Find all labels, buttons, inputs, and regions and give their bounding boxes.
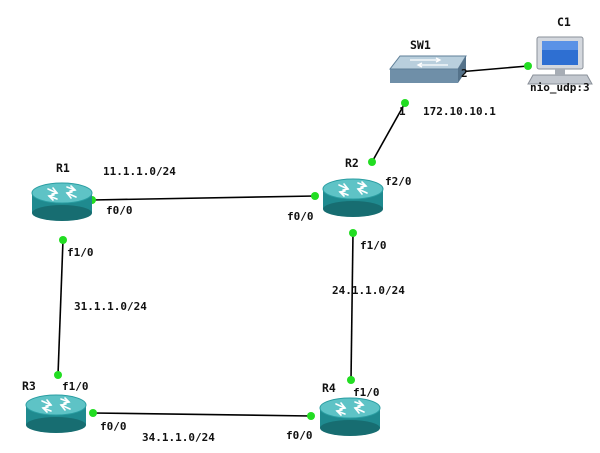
device-label-r1: R1	[56, 161, 70, 175]
port-label-r1-f1-0: f1/0	[67, 246, 94, 259]
port-label-r4-f0-0: f0/0	[286, 429, 313, 442]
device-sublabel-c1: nio_udp:3	[530, 81, 590, 94]
port-dots	[54, 62, 532, 420]
links	[57, 65, 529, 417]
device-label-c1: C1	[557, 15, 571, 29]
port-dot	[89, 409, 97, 417]
switch-sw1[interactable]	[388, 55, 467, 83]
port-label-r3-f0-0: f0/0	[100, 420, 127, 433]
router-icon	[31, 182, 93, 222]
network-label-r1-r2: 11.1.1.0/24	[103, 165, 176, 178]
router-r3[interactable]	[25, 394, 87, 434]
router-icon	[322, 178, 384, 218]
port-dot	[311, 192, 319, 200]
network-label-r1-r3: 31.1.1.0/24	[74, 300, 147, 313]
link-sw1-c1	[457, 65, 529, 73]
link-r2-sw1	[371, 102, 406, 163]
port-label-sw1-p1: 1	[399, 105, 406, 118]
link-r3-r4	[92, 412, 312, 417]
port-dot	[368, 158, 376, 166]
device-label-sw1: SW1	[410, 38, 431, 52]
port-dot	[59, 236, 67, 244]
port-label-r2-f0-0: f0/0	[287, 210, 314, 223]
device-label-r3: R3	[22, 379, 36, 393]
link-r1-r3	[57, 239, 64, 376]
router-r4[interactable]	[319, 397, 381, 437]
port-label-r2-f1-0: f1/0	[360, 239, 387, 252]
port-dot	[349, 229, 357, 237]
port-dot	[307, 412, 315, 420]
port-dot	[524, 62, 532, 70]
port-label-sw1-p2: 2	[461, 67, 468, 80]
port-label-r3-f1-0: f1/0	[62, 380, 89, 393]
network-label-r2-r4: 24.1.1.0/24	[332, 284, 405, 297]
port-dot	[401, 99, 409, 107]
host-c1[interactable]	[527, 36, 593, 85]
link-r2-r4	[350, 232, 354, 381]
router-icon	[319, 397, 381, 437]
port-dot	[54, 371, 62, 379]
switch-icon	[388, 55, 467, 83]
port-label-r4-f1-0: f1/0	[353, 386, 380, 399]
computer-icon	[527, 36, 593, 85]
link-r1-r2	[91, 195, 316, 201]
network-label-r3-r4: 34.1.1.0/24	[142, 431, 215, 444]
router-r2[interactable]	[322, 178, 384, 218]
router-icon	[25, 394, 87, 434]
port-label-r1-f0-0: f0/0	[106, 204, 133, 217]
device-label-r4: R4	[322, 381, 336, 395]
router-r1[interactable]	[31, 182, 93, 222]
device-label-r2: R2	[345, 156, 359, 170]
network-label-sw1-lan: 172.10.10.1	[423, 105, 496, 118]
port-dot	[347, 376, 355, 384]
port-label-r2-f2-0: f2/0	[385, 175, 412, 188]
